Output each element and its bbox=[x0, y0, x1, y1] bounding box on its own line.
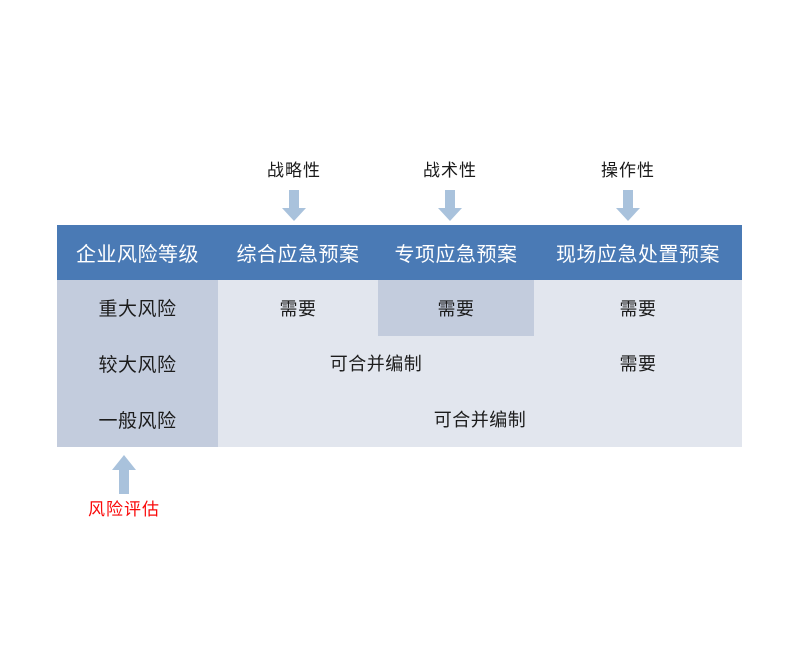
arrow-down-icon bbox=[281, 190, 307, 222]
column-header-onsite-plan: 现场应急处置预案 bbox=[534, 225, 742, 280]
table-header-row: 企业风险等级 综合应急预案 专项应急预案 现场应急处置预案 bbox=[57, 225, 742, 280]
table-cell-merged: 可合并编制 bbox=[218, 391, 742, 447]
table-cell-highlighted: 需要 bbox=[378, 280, 534, 336]
row-label-significant-risk: 较大风险 bbox=[57, 335, 218, 392]
table-cell-merged: 可合并编制 bbox=[218, 335, 534, 392]
table-cell: 需要 bbox=[218, 280, 378, 336]
row-label-general-risk: 一般风险 bbox=[57, 391, 218, 447]
annotation-label-risk-assessment: 风险评估 bbox=[88, 500, 160, 520]
risk-plan-table: 企业风险等级 综合应急预案 专项应急预案 现场应急处置预案 重大风险 需要 需要… bbox=[57, 225, 742, 447]
row-label-major-risk: 重大风险 bbox=[57, 280, 218, 336]
annotation-label-tactical: 战术性 bbox=[423, 161, 477, 181]
table-row: 一般风险 可合并编制 bbox=[57, 391, 742, 447]
column-header-special-plan: 专项应急预案 bbox=[378, 225, 534, 280]
arrow-down-icon bbox=[437, 190, 463, 222]
annotation-label-operational: 操作性 bbox=[601, 161, 655, 181]
column-header-risk-level: 企业风险等级 bbox=[57, 225, 218, 280]
arrow-up-icon bbox=[111, 455, 137, 495]
arrow-down-icon bbox=[615, 190, 641, 222]
column-header-comprehensive-plan: 综合应急预案 bbox=[218, 225, 378, 280]
table-row: 重大风险 需要 需要 需要 bbox=[57, 280, 742, 336]
table-row: 较大风险 可合并编制 需要 bbox=[57, 335, 742, 392]
annotation-label-strategic: 战略性 bbox=[267, 161, 321, 181]
table-cell: 需要 bbox=[534, 335, 742, 392]
table-cell: 需要 bbox=[534, 280, 742, 336]
